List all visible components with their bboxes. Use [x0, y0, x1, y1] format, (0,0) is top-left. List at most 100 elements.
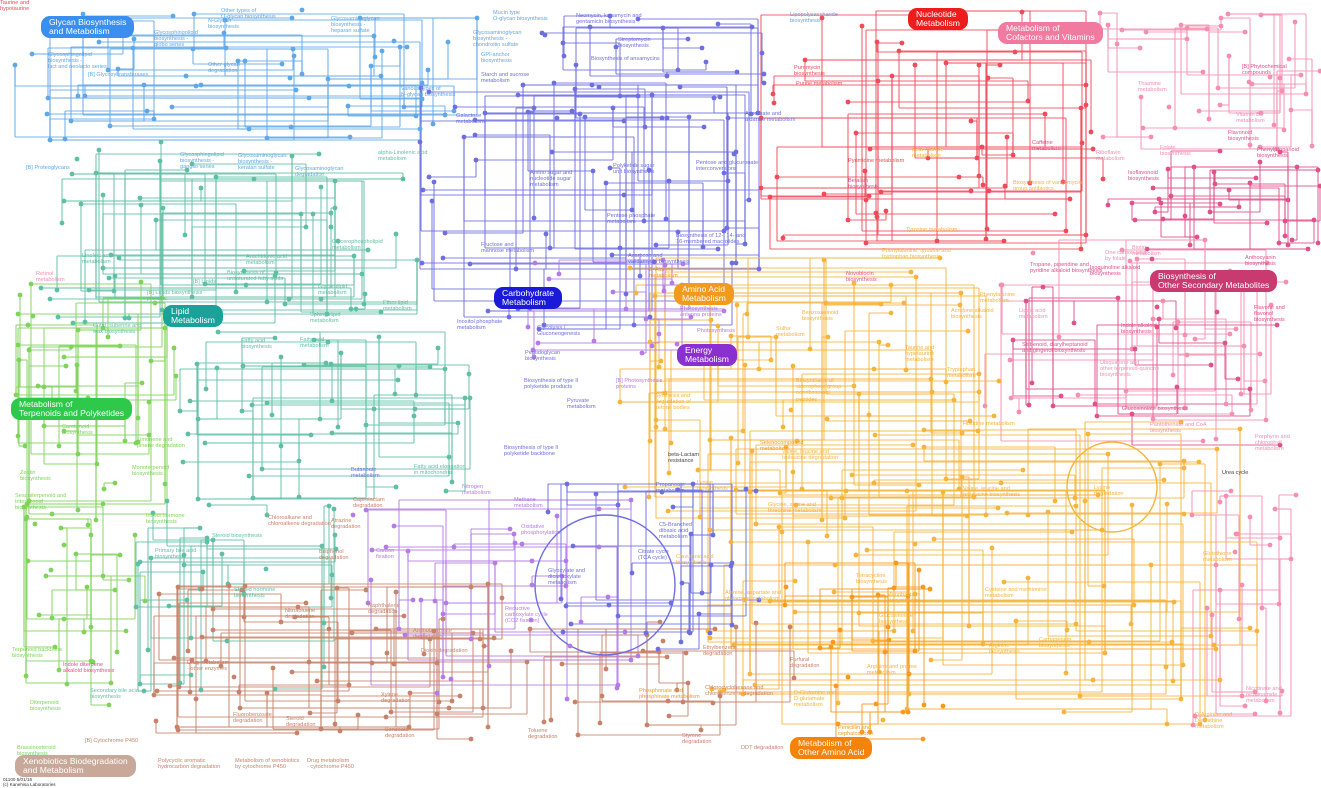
compound-node[interactable]: [1144, 246, 1150, 252]
compound-node[interactable]: [768, 357, 774, 363]
compound-node[interactable]: [82, 319, 88, 325]
compound-node[interactable]: [412, 406, 418, 412]
compound-node[interactable]: [455, 420, 461, 426]
compound-node[interactable]: [334, 585, 340, 591]
compound-node[interactable]: [1209, 612, 1215, 618]
compound-node[interactable]: [1004, 134, 1010, 140]
compound-node[interactable]: [61, 198, 67, 204]
compound-node[interactable]: [790, 469, 796, 475]
compound-node[interactable]: [1194, 234, 1200, 240]
compound-node[interactable]: [369, 660, 375, 666]
compound-node[interactable]: [1105, 22, 1111, 28]
compound-node[interactable]: [1285, 242, 1291, 248]
compound-node[interactable]: [903, 367, 909, 373]
compound-node[interactable]: [361, 301, 367, 307]
compound-node[interactable]: [335, 238, 341, 244]
compound-node[interactable]: [323, 360, 329, 366]
compound-node[interactable]: [88, 624, 94, 630]
compound-node[interactable]: [278, 443, 284, 449]
compound-node[interactable]: [556, 271, 562, 277]
compound-node[interactable]: [472, 117, 478, 123]
compound-node[interactable]: [1212, 181, 1218, 187]
compound-node[interactable]: [100, 325, 106, 331]
compound-node[interactable]: [319, 543, 325, 549]
compound-node[interactable]: [1094, 413, 1100, 419]
compound-node[interactable]: [442, 112, 448, 118]
compound-node[interactable]: [920, 736, 926, 742]
compound-node[interactable]: [1013, 618, 1019, 624]
compound-node[interactable]: [1102, 650, 1108, 656]
compound-node[interactable]: [440, 674, 446, 680]
compound-node[interactable]: [664, 73, 670, 79]
compound-node[interactable]: [1197, 721, 1203, 727]
compound-node[interactable]: [1239, 693, 1245, 699]
compound-node[interactable]: [971, 494, 977, 500]
compound-node[interactable]: [1285, 197, 1291, 203]
compound-node[interactable]: [1129, 200, 1135, 206]
compound-node[interactable]: [404, 44, 410, 50]
compound-node[interactable]: [56, 443, 62, 449]
pathway-label[interactable]: Glycine, serine and threonine metabolism: [768, 502, 822, 515]
compound-node[interactable]: [787, 624, 793, 630]
compound-node[interactable]: [967, 418, 973, 424]
compound-node[interactable]: [1072, 495, 1078, 501]
compound-node[interactable]: [197, 525, 203, 531]
compound-node[interactable]: [410, 597, 416, 603]
compound-node[interactable]: [203, 386, 209, 392]
compound-node[interactable]: [824, 533, 830, 539]
pathway-label[interactable]: Polycyclic aromatic hydrocarbon degradat…: [158, 758, 221, 771]
compound-node[interactable]: [293, 87, 299, 93]
compound-node[interactable]: [331, 506, 337, 512]
compound-node[interactable]: [1277, 149, 1283, 155]
compound-node[interactable]: [282, 301, 288, 307]
compound-node[interactable]: [1040, 284, 1046, 290]
compound-node[interactable]: [68, 344, 74, 350]
compound-node[interactable]: [794, 438, 800, 444]
compound-node[interactable]: [115, 66, 121, 72]
compound-node[interactable]: [761, 80, 767, 86]
pathway-label[interactable]: Amino sugar and nucleotide sugar metabol…: [530, 170, 573, 189]
compound-node[interactable]: [1168, 193, 1174, 199]
compound-node[interactable]: [1254, 628, 1260, 634]
compound-node[interactable]: [910, 628, 916, 634]
compound-node[interactable]: [647, 438, 653, 444]
compound-node[interactable]: [912, 591, 918, 597]
compound-node[interactable]: [1184, 352, 1190, 358]
compound-node[interactable]: [678, 639, 684, 645]
compound-node[interactable]: [520, 82, 526, 88]
compound-node[interactable]: [758, 185, 764, 191]
compound-node[interactable]: [86, 287, 92, 293]
compound-node[interactable]: [191, 11, 197, 17]
compound-node[interactable]: [996, 378, 1002, 384]
compound-node[interactable]: [1030, 250, 1036, 256]
compound-node[interactable]: [904, 488, 910, 494]
compound-node[interactable]: [1225, 11, 1231, 17]
compound-node[interactable]: [1083, 232, 1089, 238]
compound-node[interactable]: [431, 179, 437, 185]
compound-node[interactable]: [1189, 512, 1195, 518]
compound-node[interactable]: [1156, 196, 1162, 202]
compound-node[interactable]: [875, 592, 881, 598]
compound-node[interactable]: [451, 544, 457, 550]
compound-node[interactable]: [596, 506, 602, 512]
compound-node[interactable]: [395, 377, 401, 383]
compound-node[interactable]: [1082, 498, 1088, 504]
pathway-label[interactable]: Steroid hormone biosynthesis: [234, 587, 276, 600]
compound-node[interactable]: [531, 105, 537, 111]
compound-node[interactable]: [250, 495, 256, 501]
compound-node[interactable]: [272, 686, 278, 692]
compound-node[interactable]: [1181, 465, 1187, 471]
compound-node[interactable]: [615, 613, 621, 619]
compound-node[interactable]: [1235, 376, 1241, 382]
compound-node[interactable]: [397, 44, 403, 50]
compound-node[interactable]: [547, 245, 553, 251]
compound-node[interactable]: [1063, 670, 1069, 676]
compound-node[interactable]: [605, 594, 611, 600]
compound-node[interactable]: [513, 266, 519, 272]
compound-node[interactable]: [157, 158, 163, 164]
compound-node[interactable]: [512, 540, 518, 546]
compound-node[interactable]: [940, 703, 946, 709]
compound-node[interactable]: [748, 111, 754, 117]
pathway-label[interactable]: Various types of N-glycan biosynthesis: [401, 86, 456, 99]
compound-node[interactable]: [1170, 678, 1176, 684]
